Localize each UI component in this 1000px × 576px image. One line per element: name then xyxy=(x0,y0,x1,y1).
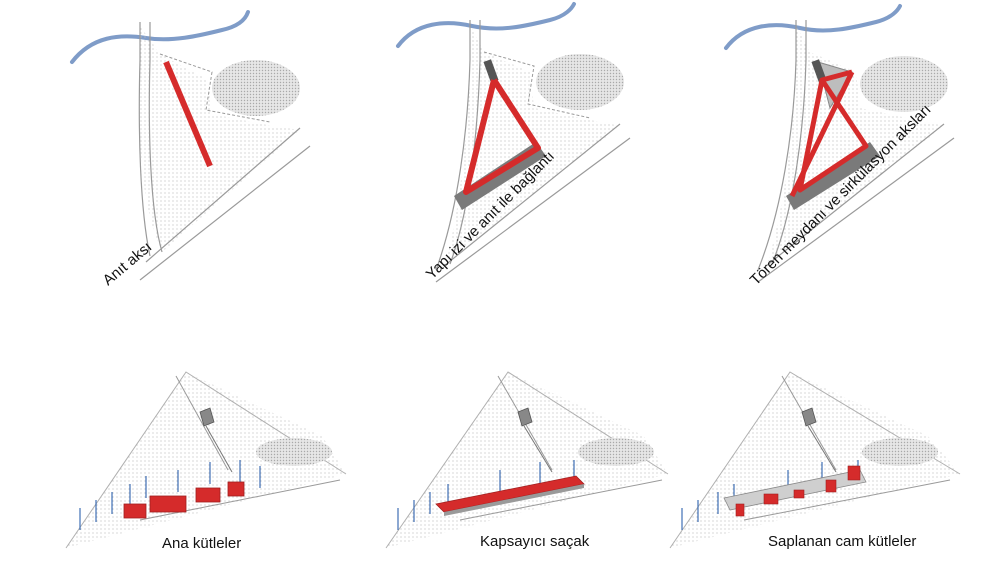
monument-block xyxy=(483,59,499,83)
parcel-outline xyxy=(483,51,591,119)
poles xyxy=(79,460,261,530)
building-footprint xyxy=(786,142,880,210)
canopy-edge xyxy=(444,484,584,516)
monument-tower xyxy=(801,407,817,427)
monument-tower xyxy=(517,407,533,427)
glass-mass-3 xyxy=(793,489,805,499)
panel-4-label: Ana kütleler xyxy=(162,535,241,552)
hatched-area xyxy=(578,438,654,466)
monument-tower xyxy=(199,407,215,427)
road-iso xyxy=(459,479,663,521)
panel-6: Saplanan cam kütleler xyxy=(669,371,961,550)
road-iso-2 xyxy=(175,375,229,471)
road-diagonal-outer xyxy=(435,137,631,283)
panel-2: Yapı izi ve anıt ile bağlantı xyxy=(396,2,631,283)
axis-line xyxy=(523,425,553,473)
poles xyxy=(397,460,575,530)
road-left xyxy=(757,20,797,271)
mass-2 xyxy=(149,495,187,513)
main-masses xyxy=(123,481,245,519)
glass-mass-1 xyxy=(735,503,745,517)
river xyxy=(396,2,576,48)
road-diagonal-outer xyxy=(139,145,311,281)
road-left-inner xyxy=(771,20,807,265)
road-left-inner xyxy=(148,22,163,253)
road-diagonal xyxy=(765,123,945,267)
panel-1-label: Anıt aksı xyxy=(100,239,156,290)
panel-5-label: Kapsayıcı saçak xyxy=(480,533,590,550)
glass-masses xyxy=(735,465,861,517)
mass-4 xyxy=(227,481,245,497)
site-parcel xyxy=(768,24,944,262)
glass-mass-2 xyxy=(763,493,779,505)
road-diagonal xyxy=(145,127,301,263)
site-parcel xyxy=(139,26,300,252)
panel-4: Ana kütleler xyxy=(65,371,347,552)
road-iso xyxy=(139,479,341,521)
road-diagonal xyxy=(443,123,621,267)
hatched-area xyxy=(256,438,332,466)
circulation-axes xyxy=(797,69,869,193)
road-left xyxy=(138,22,151,257)
river xyxy=(70,10,250,64)
axis-line xyxy=(807,425,837,473)
monument-block xyxy=(811,59,827,83)
hatched-area xyxy=(212,60,300,116)
panel-6-label: Saplanan cam kütleler xyxy=(768,533,916,550)
panel-1: Anıt aksı xyxy=(70,10,311,290)
hatched-area xyxy=(860,56,948,112)
connection-axes xyxy=(463,78,541,195)
parcel-outline xyxy=(159,53,271,123)
road-iso xyxy=(743,479,951,521)
glass-mass-5 xyxy=(847,465,861,481)
panel-3: Tören meydanı ve sirkülasyon aksları xyxy=(724,4,955,289)
axis-line xyxy=(205,425,233,473)
monument-axis xyxy=(163,60,213,168)
road-diagonal-outer xyxy=(757,137,955,283)
hatched-area xyxy=(536,54,624,110)
circulation-axis-2 xyxy=(789,70,855,198)
glass-mass-4 xyxy=(825,479,837,493)
hatched-area xyxy=(862,438,938,466)
panel-5: Kapsayıcı saçak xyxy=(385,371,669,550)
mass-1 xyxy=(123,503,147,519)
mass-3 xyxy=(195,487,221,503)
road-left xyxy=(435,20,471,271)
river xyxy=(724,4,902,50)
